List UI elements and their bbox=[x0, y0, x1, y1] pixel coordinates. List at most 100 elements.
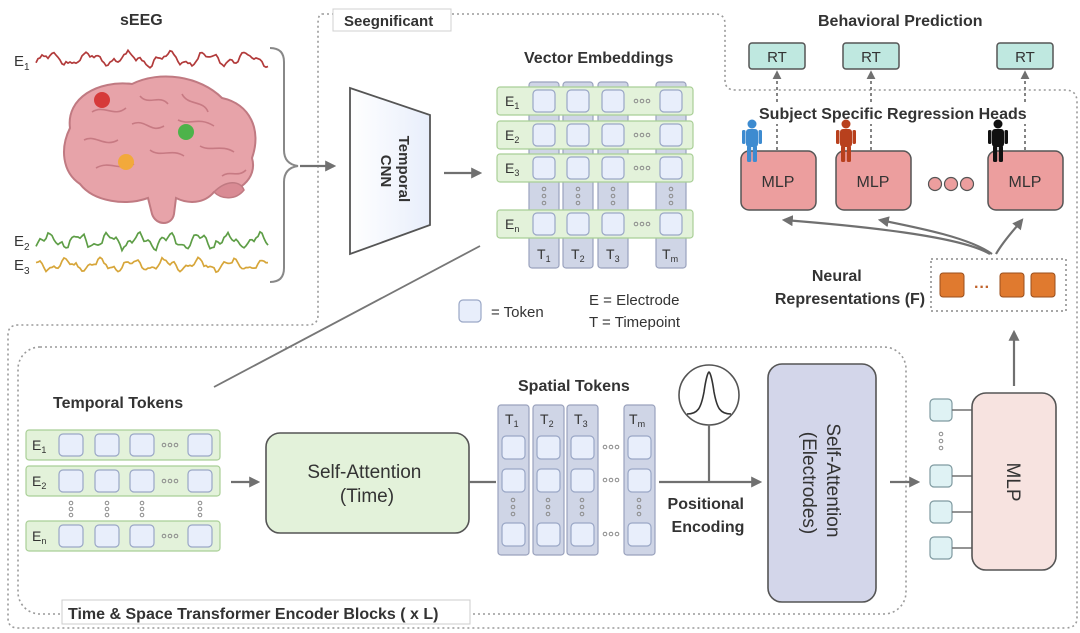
positional-encoding-line2: Encoding bbox=[672, 519, 745, 536]
vector-embeddings-grid: E1 E2 E3 En T1 T2 T3 Tm bbox=[496, 81, 694, 269]
seeg-brace bbox=[269, 47, 299, 283]
ve-row-label-3: E3 bbox=[505, 160, 519, 178]
temporal-tokens-grid: E1 E2 En bbox=[25, 429, 221, 552]
neural-repr-ellipsis: ··· bbox=[974, 279, 990, 296]
regression-head-1-label: MLP bbox=[762, 174, 795, 191]
neural-repr-line1: Neural bbox=[812, 268, 862, 285]
encoder-blocks-label: Time & Space Transformer Encoder Blocks … bbox=[68, 606, 439, 623]
seeg-channel-1-label: E1 bbox=[14, 53, 30, 73]
ve-col-label-3: T3 bbox=[606, 246, 620, 264]
gaussian-curve-icon bbox=[686, 371, 732, 415]
behavioral-prediction-title: Behavioral Prediction bbox=[818, 13, 983, 30]
st-col-label-1: T1 bbox=[505, 411, 519, 429]
self-attention-electrodes-label: Self-Attention (Electrodes) bbox=[798, 423, 843, 542]
svg-text:E3: E3 bbox=[14, 257, 30, 277]
electrode-dot-orange bbox=[118, 154, 134, 170]
ve-row-label-1: E1 bbox=[505, 93, 519, 111]
self-attention-electrodes-block: Self-Attention (Electrodes) bbox=[767, 363, 877, 603]
legend-timepoint-text: T = Timepoint bbox=[589, 314, 681, 331]
vector-embeddings-title: Vector Embeddings bbox=[524, 50, 673, 67]
legend-electrode-text: E = Electrode bbox=[589, 292, 679, 309]
seeg-channel-3-label: E3 bbox=[14, 257, 30, 277]
temporal-tokens-title: Temporal Tokens bbox=[53, 395, 183, 412]
svg-text:E1: E1 bbox=[14, 53, 30, 73]
neural-repr-tokens bbox=[939, 272, 1056, 298]
temporal-cnn-line1: Temporal bbox=[395, 136, 412, 202]
channel-2-letter: E bbox=[14, 233, 24, 250]
spatial-tokens-title: Spatial Tokens bbox=[518, 378, 630, 395]
neural-repr-label: Neural Representations (F) bbox=[775, 268, 925, 308]
neural-repr-frame bbox=[930, 258, 1067, 312]
channel-1-letter: E bbox=[14, 53, 24, 70]
ve-col-label-m: Tm bbox=[662, 246, 678, 264]
positional-encoding-line1: Positional bbox=[668, 496, 744, 513]
legend-token-text: = Token bbox=[491, 304, 544, 321]
ve-row-label-2: E2 bbox=[505, 127, 519, 145]
zoom-line bbox=[213, 245, 481, 388]
seeg-wave-3 bbox=[35, 256, 269, 274]
channel-2-sub: 2 bbox=[24, 242, 30, 253]
svg-text:RT: RT bbox=[767, 49, 787, 66]
seeg-wave-2 bbox=[35, 230, 269, 253]
ve-row-label-n: En bbox=[505, 216, 519, 234]
encoder-blocks-frame bbox=[17, 346, 907, 615]
self-attention-time-line1: Self-Attention bbox=[307, 462, 421, 483]
temporal-cnn-line2: CNN bbox=[377, 155, 394, 188]
seeg-channel-2-label: E2 bbox=[14, 233, 30, 253]
legend-token-swatch bbox=[458, 299, 482, 323]
regression-head-2-label: MLP bbox=[857, 174, 890, 191]
regression-head-3-label: MLP bbox=[1009, 174, 1042, 191]
self-attention-time-line2: (Time) bbox=[340, 486, 394, 507]
regression-heads-ellipsis bbox=[927, 176, 975, 192]
self-attention-electrodes-line1: Self-Attention bbox=[822, 423, 843, 537]
channel-1-sub: 1 bbox=[24, 62, 30, 73]
rt-output-1: RT bbox=[748, 42, 806, 70]
self-attention-time-block: Self-Attention (Time) bbox=[265, 432, 470, 534]
subject-person-icon-3 bbox=[988, 119, 1008, 162]
positional-encoding-circle bbox=[678, 364, 740, 426]
svg-text:E2: E2 bbox=[14, 233, 30, 253]
final-mlp-inputs bbox=[929, 398, 974, 560]
neural-repr-line2: Representations (F) bbox=[775, 291, 925, 308]
final-mlp-label: MLP bbox=[1002, 462, 1023, 501]
self-attention-electrodes-line2: (Electrodes) bbox=[798, 432, 819, 534]
ve-col-label-1: T1 bbox=[537, 246, 551, 264]
encoder-blocks-label-box bbox=[61, 599, 471, 625]
st-col-label-2: T2 bbox=[540, 411, 554, 429]
self-attention-time-label: Self-Attention (Time) bbox=[307, 462, 426, 507]
subject-person-icon-2 bbox=[836, 119, 856, 162]
ve-col-label-2: T2 bbox=[571, 246, 585, 264]
electrode-dot-green bbox=[178, 124, 194, 140]
svg-text:RT: RT bbox=[861, 49, 881, 66]
arrow-f-to-head-3 bbox=[995, 218, 1024, 255]
seegnificant-label: Seegnificant bbox=[344, 13, 433, 30]
regression-head-3: MLP bbox=[987, 150, 1064, 211]
regression-head-1: MLP bbox=[740, 150, 817, 211]
regression-heads-title: Subject Specific Regression Heads bbox=[759, 106, 1027, 123]
tt-row-label-2: E2 bbox=[32, 473, 46, 491]
arrow-f-to-head-1 bbox=[781, 215, 991, 255]
temporal-cnn-block bbox=[349, 86, 431, 256]
final-mlp-block: MLP bbox=[971, 392, 1057, 571]
rt-output-2: RT bbox=[842, 42, 900, 70]
electrode-dot-red bbox=[94, 92, 110, 108]
channel-3-sub: 3 bbox=[24, 266, 30, 277]
temporal-cnn-label: Temporal CNN bbox=[377, 136, 412, 207]
spatial-tokens-grid: T1 T2 T3 Tm bbox=[497, 404, 656, 556]
channel-3-letter: E bbox=[14, 257, 24, 274]
svg-text:RT: RT bbox=[1015, 49, 1035, 66]
tt-row-label-1: E1 bbox=[32, 437, 46, 455]
regression-heads-title-bg bbox=[756, 102, 1048, 124]
regression-head-2: MLP bbox=[835, 150, 912, 211]
subject-person-icon-1 bbox=[742, 119, 762, 162]
tt-row-label-n: En bbox=[32, 528, 46, 546]
st-col-label-m: Tm bbox=[629, 411, 645, 429]
st-col-label-3: T3 bbox=[574, 411, 588, 429]
brain-illustration bbox=[63, 75, 257, 224]
seeg-title: sEEG bbox=[120, 12, 163, 29]
rt-output-3: RT bbox=[996, 42, 1054, 70]
arrow-f-to-head-2 bbox=[877, 216, 993, 255]
seeg-wave-1 bbox=[35, 48, 269, 69]
seegnificant-label-box bbox=[332, 8, 452, 32]
